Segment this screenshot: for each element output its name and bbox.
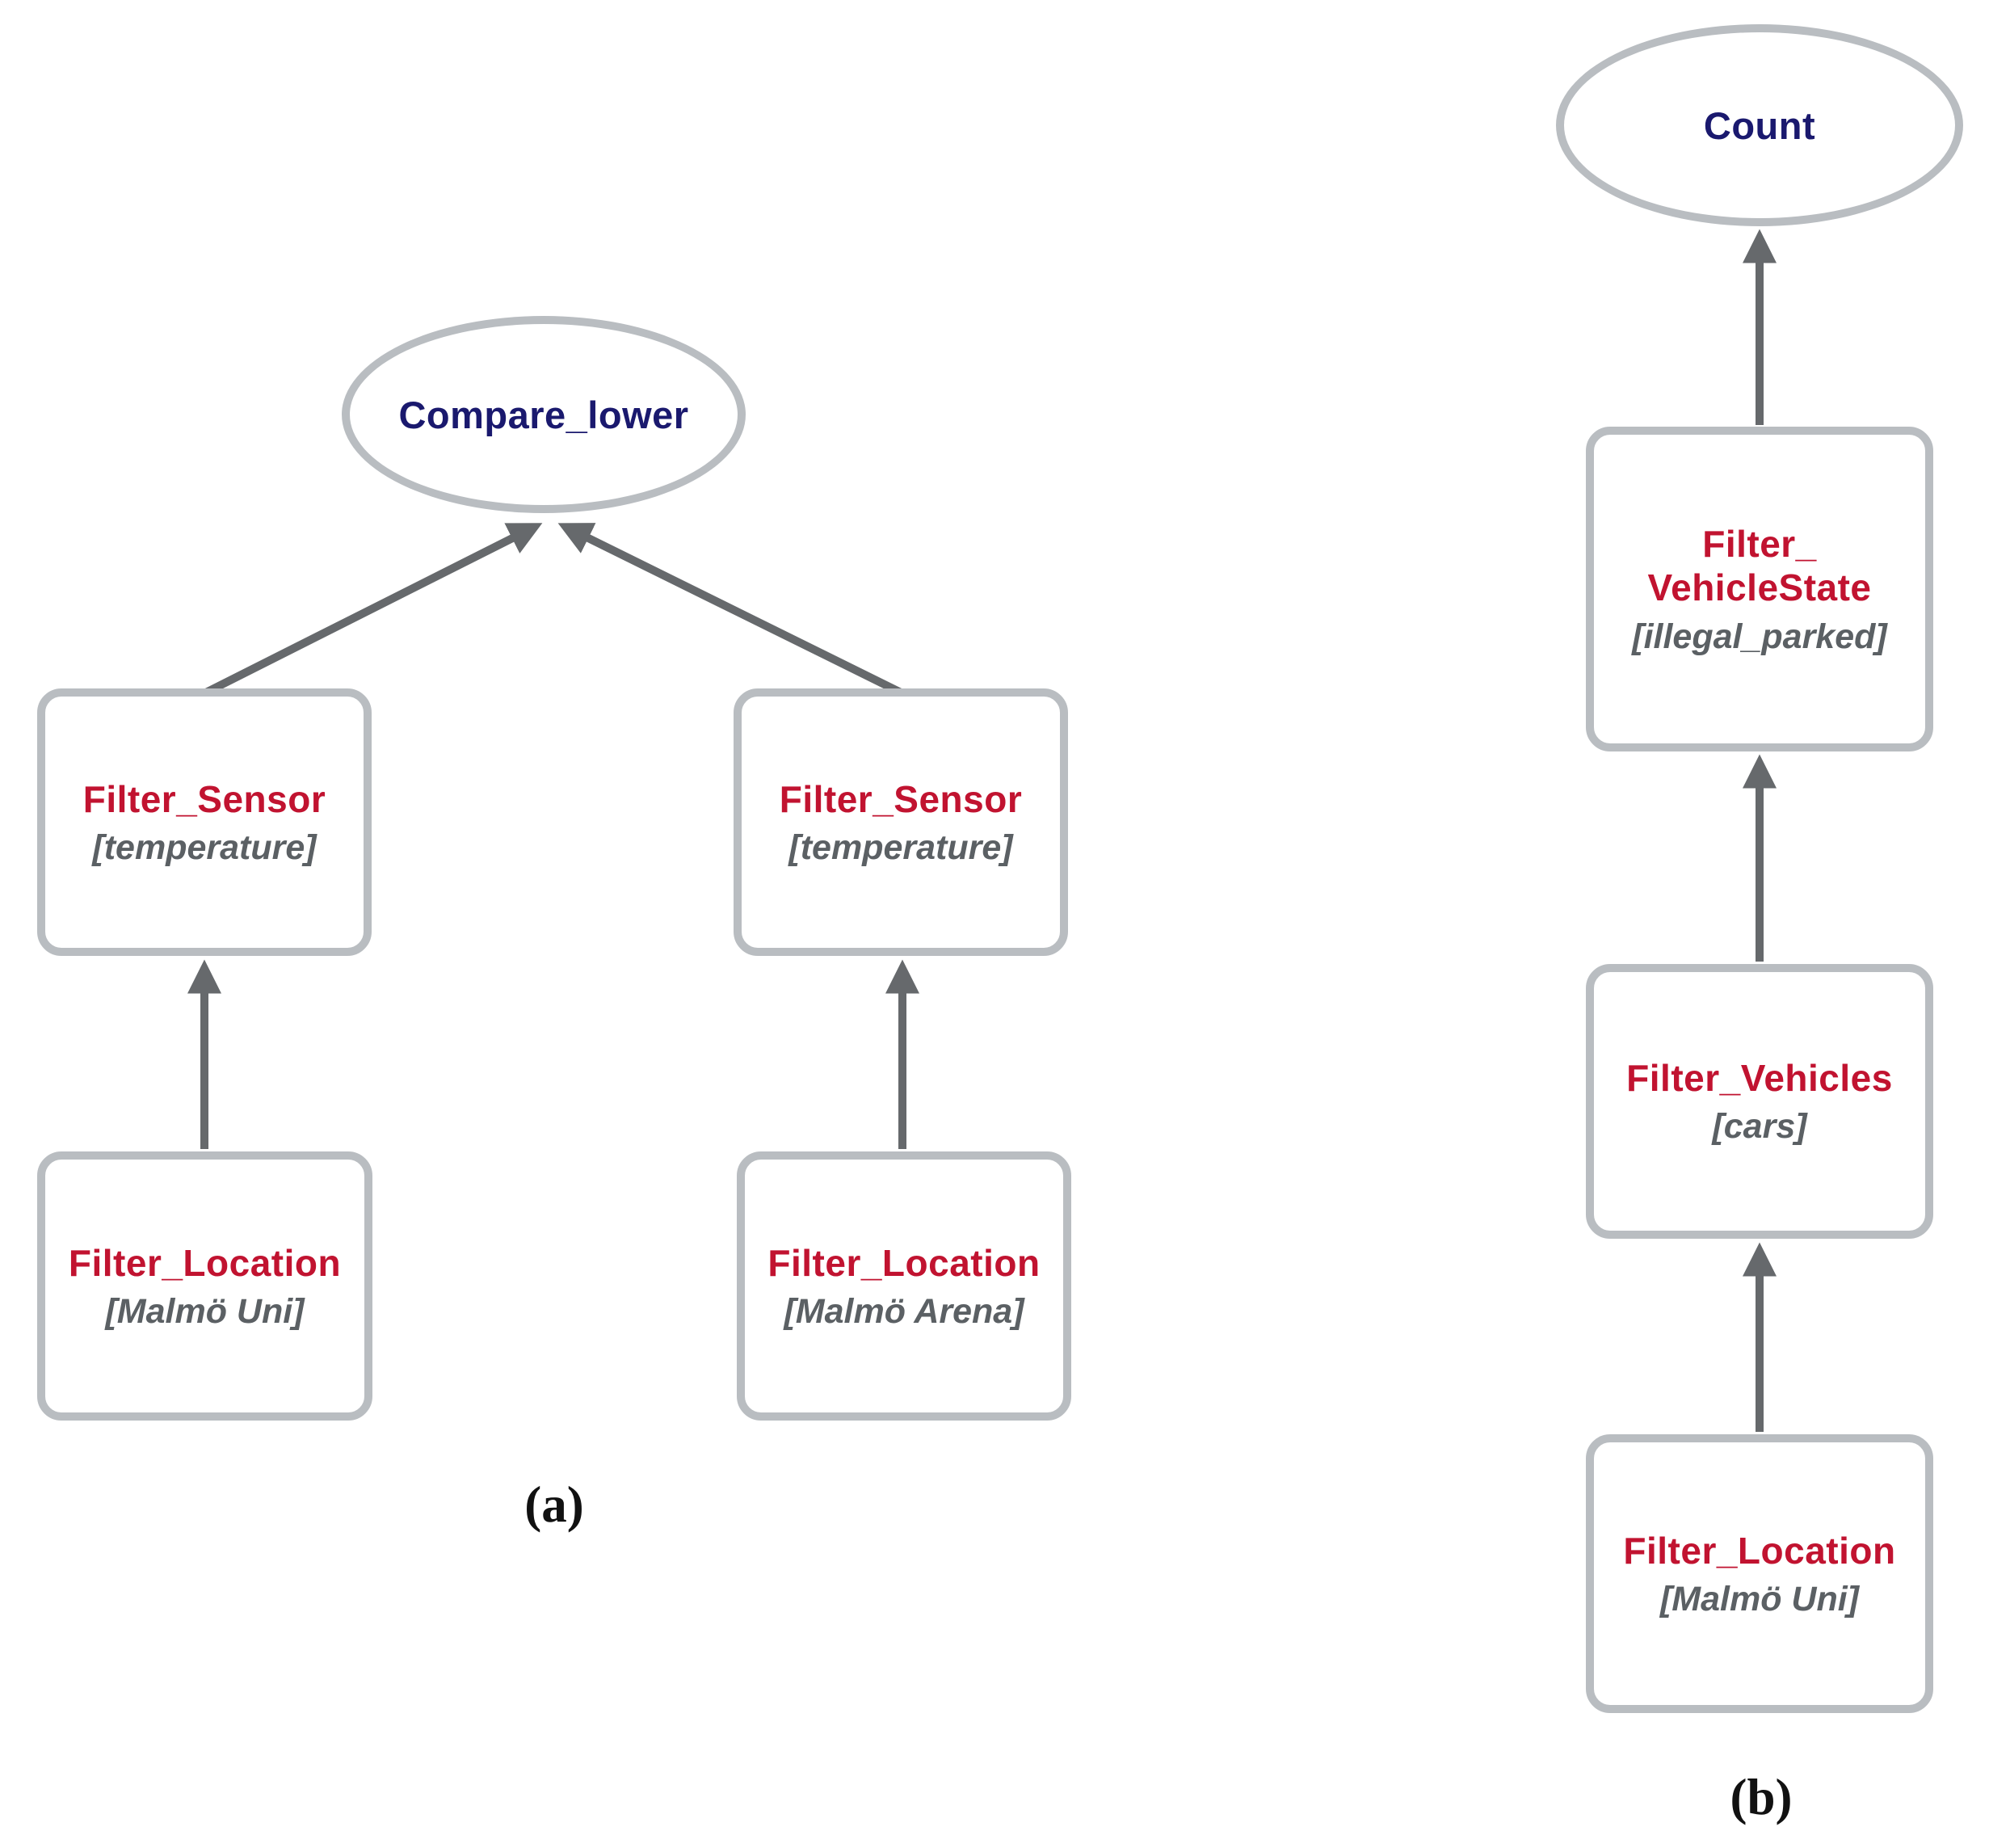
node-filter-location-a2-title: Filter_Location (767, 1241, 1041, 1284)
node-filter-sensor-1: Filter_Sensor [temperature] (37, 688, 372, 956)
node-filter-location-b-param: [Malmö Uni] (1659, 1579, 1860, 1619)
node-filter-vehicles-title: Filter_Vehicles (1626, 1057, 1893, 1100)
caption-b: (b) (1730, 1769, 1793, 1825)
node-filter-location-a1-title: Filter_Location (68, 1241, 342, 1284)
node-filter-vehiclestate-title: Filter_ VehicleState (1647, 523, 1872, 609)
node-filter-location-b: Filter_Location [Malmö Uni] (1586, 1434, 1933, 1713)
node-filter-sensor-2-title: Filter_Sensor (779, 777, 1023, 820)
caption-a: (a) (524, 1476, 584, 1533)
node-filter-sensor-2: Filter_Sensor [temperature] (734, 688, 1068, 956)
node-filter-sensor-1-param: [temperature] (92, 827, 317, 867)
node-filter-vehicles: Filter_Vehicles [cars] (1586, 964, 1933, 1239)
edge-sensor2-to-compare (557, 523, 905, 697)
node-filter-sensor-1-title: Filter_Sensor (82, 777, 326, 820)
node-filter-vehiclestate-param: [illegal_parked] (1632, 617, 1887, 656)
node-filter-sensor-2-param: [temperature] (788, 827, 1013, 867)
node-filter-location-a2-param: [Malmö Arena] (784, 1291, 1024, 1331)
node-compare-lower-label: Compare_lower (398, 393, 689, 436)
node-filter-location-a1-param: [Malmö Uni] (105, 1291, 305, 1331)
edge-sensor1-to-compare (202, 523, 543, 697)
node-filter-location-b-title: Filter_Location (1623, 1529, 1896, 1572)
node-filter-vehiclestate: Filter_ VehicleState [illegal_parked] (1586, 427, 1933, 751)
node-count: Count (1556, 24, 1963, 226)
node-compare-lower: Compare_lower (342, 316, 746, 513)
node-count-label: Count (1703, 103, 1816, 147)
node-filter-location-a2: Filter_Location [Malmö Arena] (737, 1151, 1071, 1421)
node-filter-location-a1: Filter_Location [Malmö Uni] (37, 1151, 372, 1421)
node-filter-vehicles-param: [cars] (1712, 1107, 1807, 1147)
